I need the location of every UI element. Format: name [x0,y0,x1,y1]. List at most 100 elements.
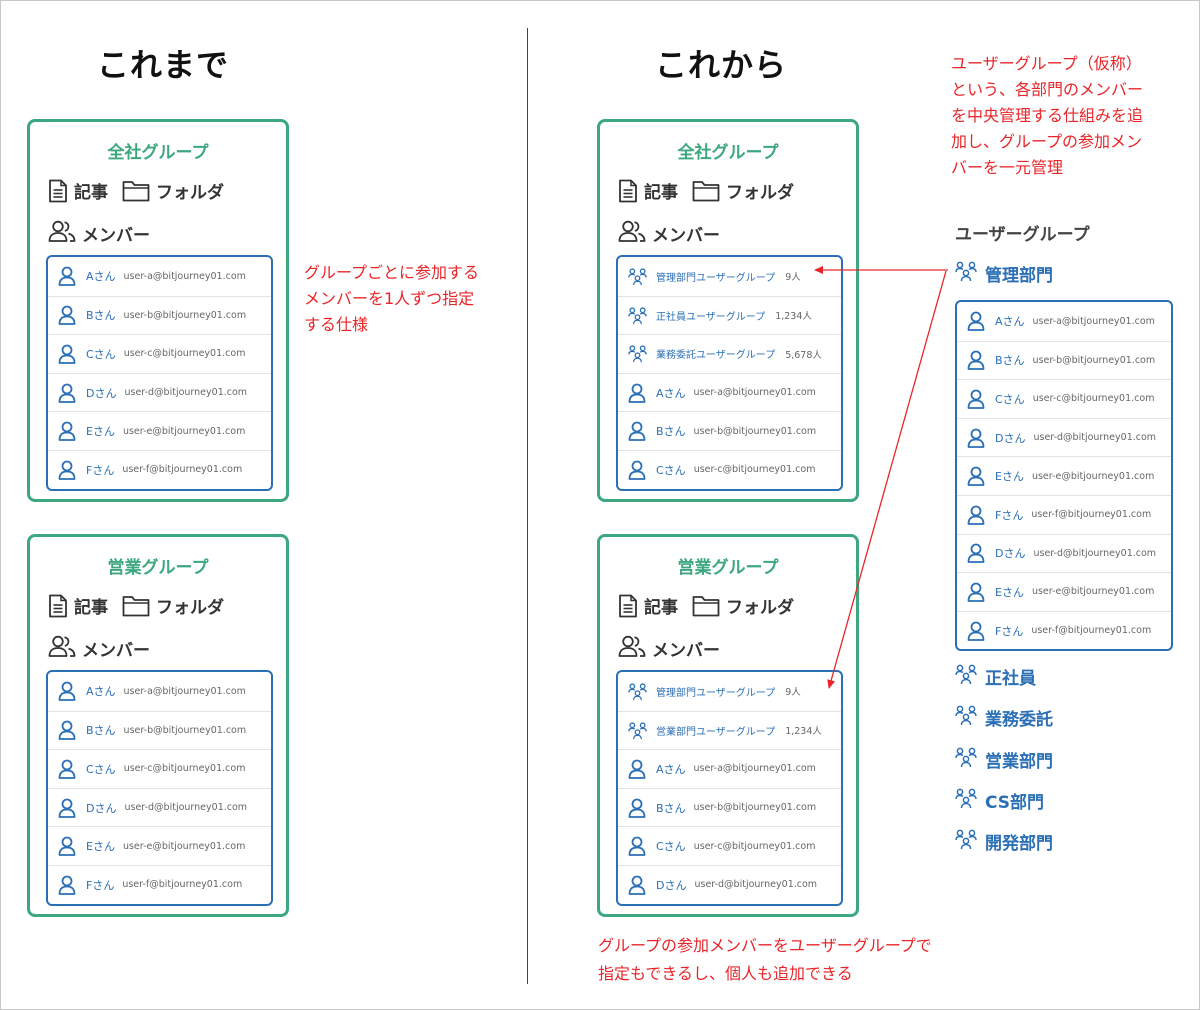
user-group-item[interactable]: 正社員 [955,663,1036,690]
member-name: Dさん [86,801,117,815]
member-email: user-a@bitjourney01.com [1032,315,1155,327]
member-heading: メンバー [48,220,150,247]
article-link[interactable]: 記事 [48,593,108,618]
user-group-item-kanri[interactable]: 管理部門 [955,260,1053,287]
member-name: Cさん [656,463,686,477]
member-name: Fさん [86,463,115,477]
user-group-item[interactable]: 業務委託 [955,704,1053,731]
member-email: user-e@bitjourney01.com [122,840,246,852]
user-group-item[interactable]: 開発部門 [955,828,1053,855]
member-email: user-f@bitjourney01.com [1031,509,1152,521]
members-icon [618,220,646,247]
member-name: Dさん [656,878,687,892]
person-icon [56,305,78,326]
user-group-count: 5,678人 [785,349,822,361]
heading-before: これまで [97,46,230,84]
person-icon [56,836,78,857]
user-group-name: 正社員 [985,669,1036,689]
article-link[interactable]: 記事 [618,593,678,618]
user-group-row[interactable]: 営業部門ユーザーグループ 1,234人 [618,710,841,750]
user-group-item[interactable]: 営業部門 [955,746,1053,773]
folder-label: フォルダ [156,598,224,618]
folder-label: フォルダ [726,598,794,618]
member-row[interactable]: Dさん user-d@bitjourney01.com [48,787,271,827]
folder-link[interactable]: フォルダ [122,593,224,618]
user-group-panel-label: ユーザーグループ [955,225,1090,245]
member-name: Aさん [995,315,1025,329]
member-name: Aさん [656,386,686,400]
user-group-count: 1,234人 [785,726,822,738]
article-link[interactable]: 記事 [48,178,108,203]
folder-icon [122,180,150,202]
resource-row: 記事 フォルダ [48,178,238,203]
member-email: user-a@bitjourney01.com [693,763,816,775]
group-title: 全社グループ [677,143,779,163]
member-email: user-b@bitjourney01.com [693,425,817,437]
member-email: user-e@bitjourney01.com [122,425,246,437]
member-email: user-e@bitjourney01.com [1031,470,1155,482]
user-group-item[interactable]: CS部門 [955,787,1044,814]
member-name: Bさん [86,724,116,738]
member-email: user-b@bitjourney01.com [693,802,817,814]
person-icon [56,720,78,741]
member-row[interactable]: Aさん user-a@bitjourney01.com [957,302,1171,341]
member-email: user-f@bitjourney01.com [122,879,243,891]
folder-icon [692,595,720,617]
member-heading: メンバー [618,635,720,662]
person-icon [965,505,987,525]
person-icon [965,621,987,641]
folder-label: フォルダ [726,183,794,203]
article-label: 記事 [74,598,108,618]
group-title: 全社グループ [107,143,209,163]
person-icon [626,759,648,779]
folder-link[interactable]: フォルダ [692,178,794,203]
member-email: user-c@bitjourney01.com [123,348,246,360]
article-link[interactable]: 記事 [618,178,678,203]
folder-link[interactable]: フォルダ [122,178,224,203]
person-icon [56,383,78,403]
person-icon [56,344,78,364]
member-email: user-d@bitjourney01.com [124,802,248,814]
note-line: を中央管理する仕組みを追 [951,106,1144,125]
note-line: 加し、グループの参加メン [951,132,1143,151]
members-icon [48,635,76,662]
member-label: メンバー [82,226,150,246]
user-group-name: 業務委託 [985,710,1053,731]
person-icon [965,350,987,371]
folder-link[interactable]: フォルダ [692,593,794,618]
user-group-name: 営業部門ユーザーグループ [656,726,776,738]
